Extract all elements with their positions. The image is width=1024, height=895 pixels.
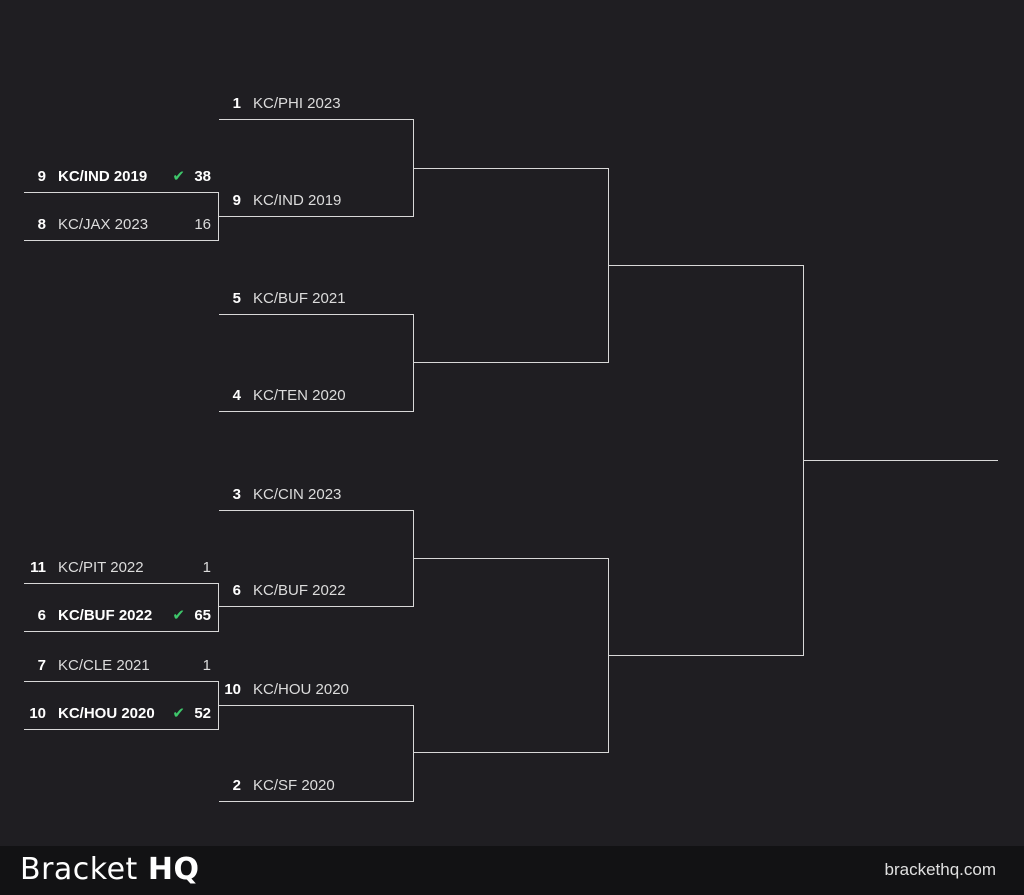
team-name: KC/HOU 2020 <box>253 681 349 698</box>
seed-number: 5 <box>232 290 241 307</box>
empty-slot-line <box>414 752 609 753</box>
slot-underline <box>24 240 219 241</box>
round2-slot[interactable]: 1 KC/PHI 2023 <box>219 92 414 116</box>
match-connector <box>413 705 414 802</box>
team-name: KC/BUF 2022 <box>253 582 346 599</box>
empty-slot-line <box>414 362 609 363</box>
seed-number: 7 <box>37 657 46 674</box>
match-connector <box>413 314 414 412</box>
team-name: KC/IND 2019 <box>253 192 342 209</box>
seed-number: 11 <box>30 559 46 576</box>
final-slot-line <box>804 460 998 461</box>
check-icon: ✔ <box>172 607 185 624</box>
match-connector <box>413 119 414 217</box>
slot-underline <box>219 705 414 706</box>
brand-logo[interactable]: Bracket HQ <box>20 852 200 887</box>
round1-slot[interactable]: 7 KC/CLE 2021 1 <box>24 654 219 678</box>
round2-slot[interactable]: 5 KC/BUF 2021 <box>219 287 414 311</box>
round2-slot[interactable]: 2 KC/SF 2020 <box>219 774 414 798</box>
seed-number: 1 <box>232 95 241 112</box>
seed-number: 10 <box>224 681 241 698</box>
check-icon: ✔ <box>172 168 185 185</box>
team-name: KC/CIN 2023 <box>253 486 342 503</box>
slot-underline <box>219 510 414 511</box>
team-name: KC/IND 2019 <box>58 168 148 185</box>
team-name: KC/JAX 2023 <box>58 216 149 233</box>
site-link[interactable]: brackethq.com <box>884 860 997 879</box>
round2-slot[interactable]: 6 KC/BUF 2022 <box>219 579 414 603</box>
seed-number: 8 <box>37 216 46 233</box>
seed-number: 2 <box>232 777 241 794</box>
score: 1 <box>202 559 211 576</box>
team-name: KC/HOU 2020 <box>58 705 155 722</box>
footer: Bracket HQ brackethq.com <box>0 846 1024 895</box>
team-name: KC/TEN 2020 <box>253 387 346 404</box>
seed-number: 6 <box>232 582 241 599</box>
round1-slot[interactable]: 8 KC/JAX 2023 16 <box>24 213 219 237</box>
brand-bold: HQ <box>147 852 200 887</box>
match-connector <box>218 583 219 632</box>
score: 52 <box>194 705 211 722</box>
match-connector <box>218 681 219 730</box>
round2-slot[interactable]: 9 KC/IND 2019 <box>219 189 414 213</box>
slot-underline <box>24 192 219 193</box>
round2-slot[interactable]: 3 KC/CIN 2023 <box>219 483 414 507</box>
seed-number: 10 <box>29 705 46 722</box>
team-name: KC/SF 2020 <box>253 777 335 794</box>
brand-light: Bracket <box>20 852 138 887</box>
match-connector <box>608 558 609 753</box>
round1-slot[interactable]: 9 KC/IND 2019 38 ✔ <box>24 165 219 189</box>
round1-slot[interactable]: 6 KC/BUF 2022 65 ✔ <box>24 604 219 628</box>
round2-slot[interactable]: 4 KC/TEN 2020 <box>219 384 414 408</box>
team-name: KC/BUF 2022 <box>58 607 153 624</box>
seed-number: 3 <box>232 486 241 503</box>
score: 16 <box>194 216 211 233</box>
slot-underline <box>24 631 219 632</box>
slot-underline <box>24 729 219 730</box>
round2-slot[interactable]: 10 KC/HOU 2020 <box>219 678 414 702</box>
slot-underline <box>219 119 414 120</box>
team-name: KC/PIT 2022 <box>58 559 144 576</box>
team-name: KC/CLE 2021 <box>58 657 150 674</box>
score: 1 <box>202 657 211 674</box>
slot-underline <box>219 606 414 607</box>
score: 38 <box>194 168 211 185</box>
slot-underline <box>219 411 414 412</box>
seed-number: 4 <box>232 387 241 404</box>
round1-slot[interactable]: 10 KC/HOU 2020 52 ✔ <box>24 702 219 726</box>
slot-underline <box>219 801 414 802</box>
match-connector <box>608 168 609 363</box>
seed-number: 9 <box>232 192 241 209</box>
seed-number: 9 <box>37 168 46 185</box>
slot-underline <box>219 314 414 315</box>
empty-slot-line <box>609 655 804 656</box>
empty-slot-line <box>414 168 609 169</box>
match-connector <box>218 192 219 241</box>
round1-slot[interactable]: 11 KC/PIT 2022 1 <box>24 556 219 580</box>
check-icon: ✔ <box>172 705 185 722</box>
empty-slot-line <box>414 558 609 559</box>
slot-underline <box>24 583 219 584</box>
team-name: KC/PHI 2023 <box>253 95 341 112</box>
score: 65 <box>194 607 211 624</box>
seed-number: 6 <box>37 607 46 624</box>
match-connector <box>413 510 414 607</box>
empty-slot-line <box>609 265 804 266</box>
slot-underline <box>219 216 414 217</box>
team-name: KC/BUF 2021 <box>253 290 346 307</box>
match-connector <box>803 265 804 656</box>
slot-underline <box>24 681 219 682</box>
